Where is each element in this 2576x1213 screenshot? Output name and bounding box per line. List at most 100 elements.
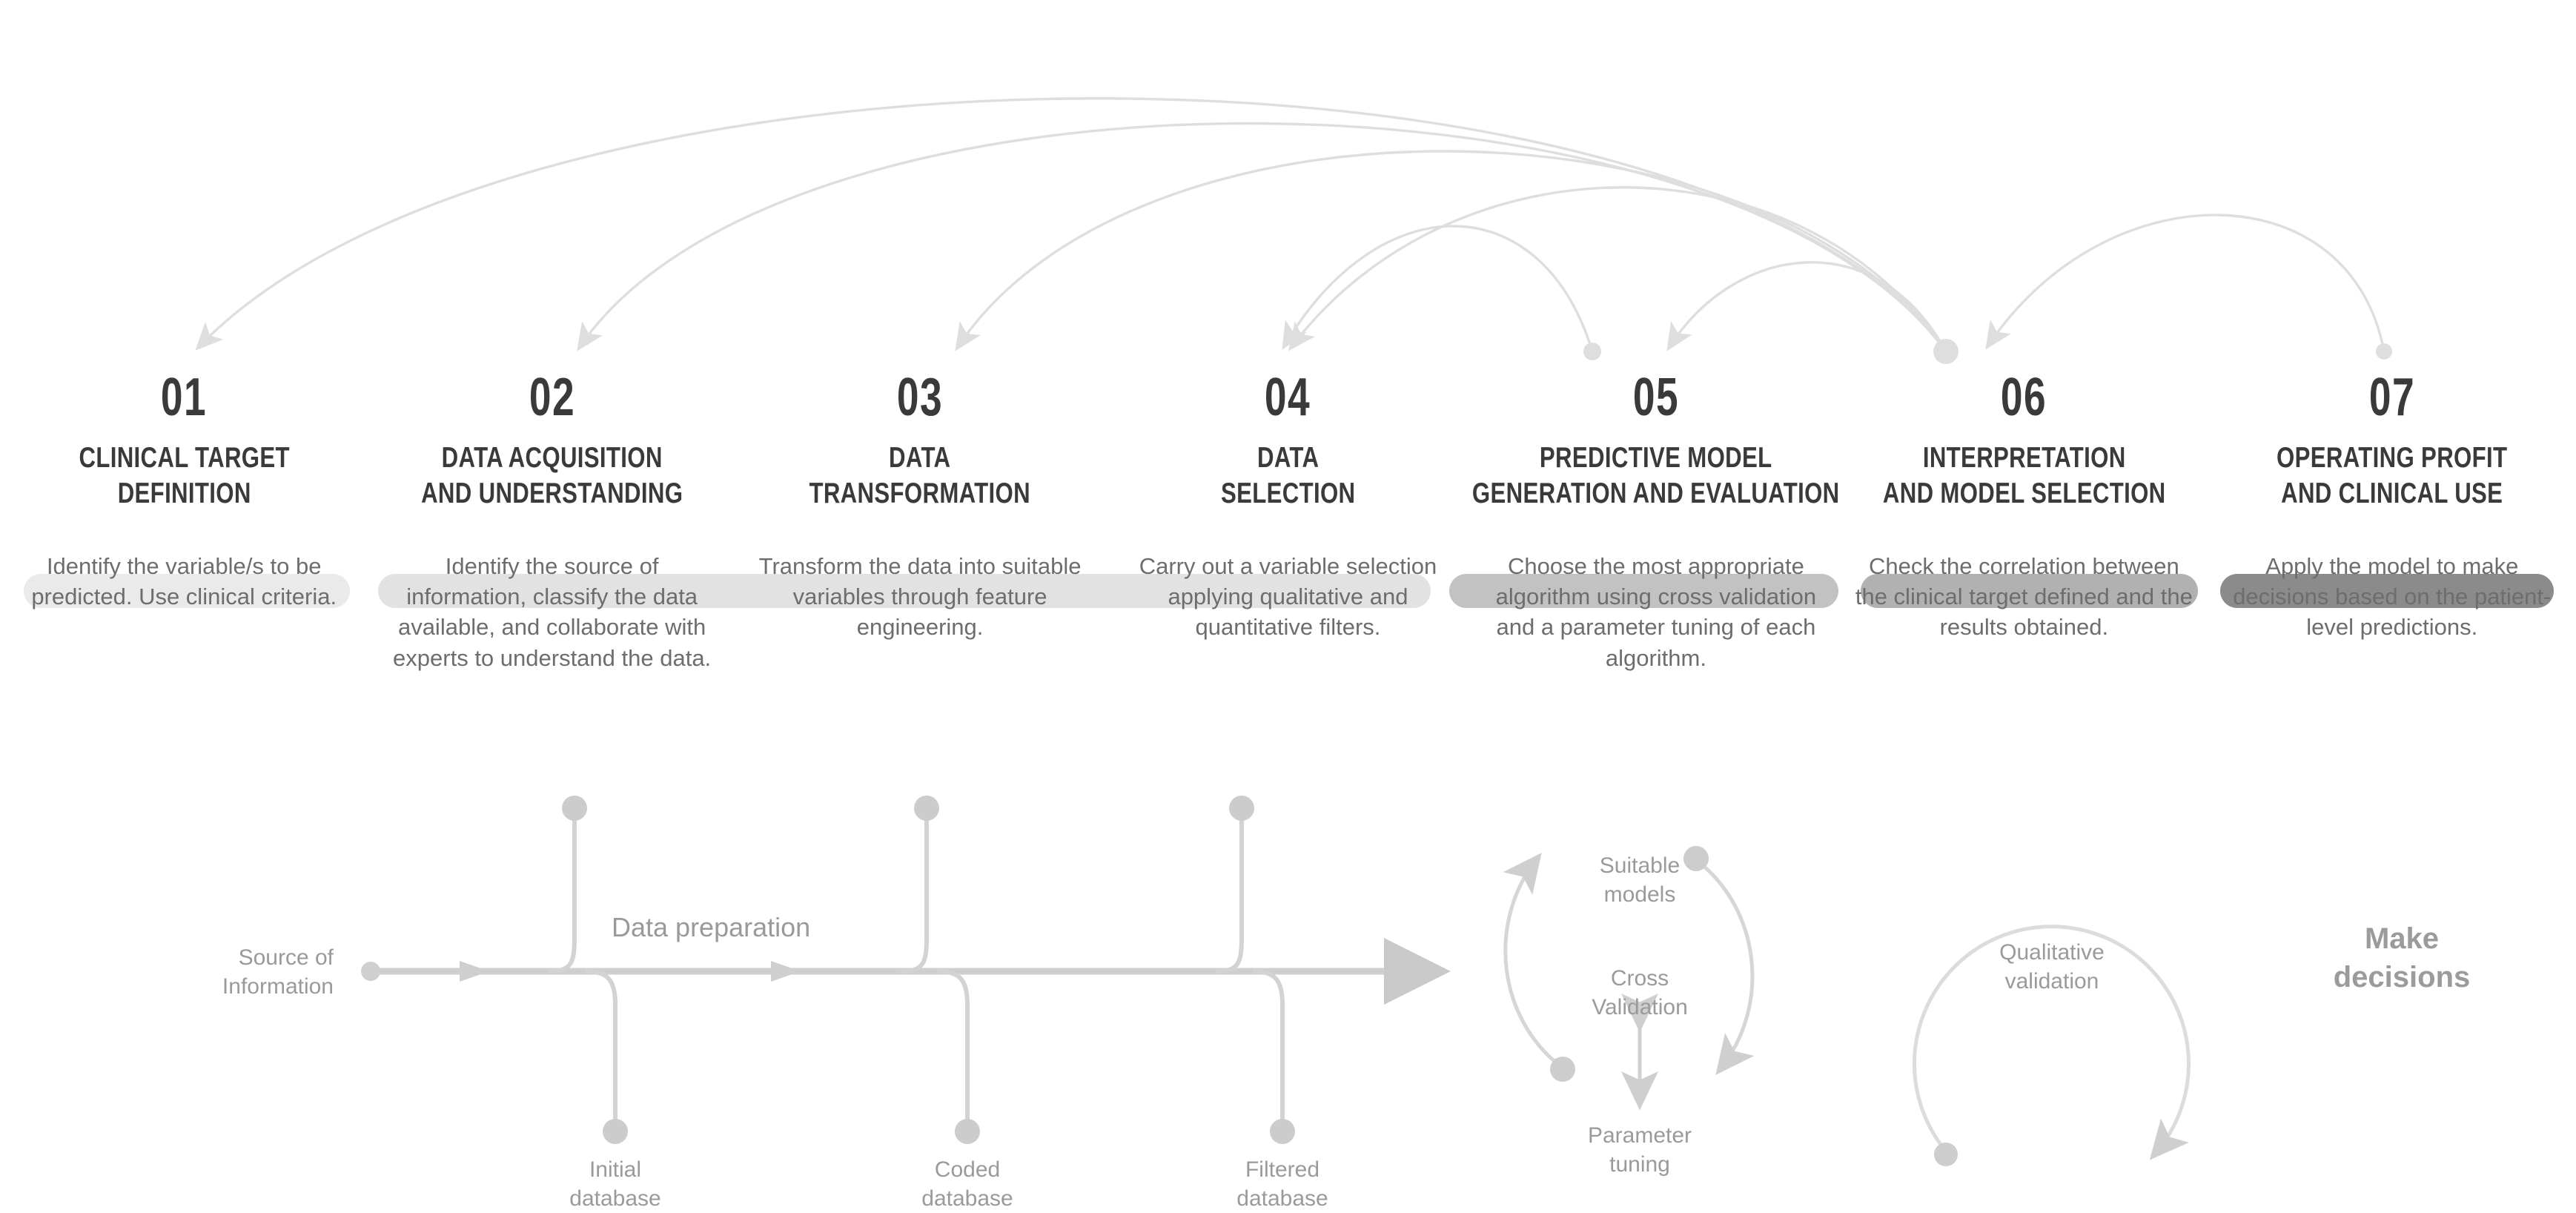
step-title-line2: TRANSFORMATION bbox=[809, 477, 1031, 509]
cycle-arc-left bbox=[1503, 853, 1564, 1070]
step-title: INTERPRETATION AND MODEL SELECTION bbox=[1835, 440, 2212, 511]
step-number: 06 bbox=[2001, 368, 2047, 427]
phase-bar-interpretation-phase bbox=[1861, 574, 2198, 608]
arc-06-to-03 bbox=[955, 150, 1947, 352]
outcome-make-decisions: Make decisions bbox=[2298, 919, 2506, 996]
pipeline-arrow-mid-1 bbox=[460, 961, 489, 982]
step-number: 03 bbox=[896, 368, 944, 427]
phase-bar-clinical-target-phase bbox=[24, 574, 350, 608]
cycle-center-line1: Cross bbox=[1610, 966, 1669, 991]
step-number: 05 bbox=[1632, 368, 1680, 427]
output-line1: Coded bbox=[934, 1157, 1001, 1182]
arc-07-to-06 bbox=[1985, 214, 2385, 352]
step-number: 04 bbox=[1265, 368, 1311, 427]
cycle-top-line2: models bbox=[1603, 882, 1676, 907]
source-label-line2: Information bbox=[222, 974, 334, 999]
arc-06-to-01 bbox=[195, 97, 1947, 352]
pipeline-layer bbox=[361, 796, 2191, 1166]
output-label-filtered-database: Filtered database bbox=[1186, 1155, 1379, 1213]
step-description: Identify the source of information, clas… bbox=[393, 553, 712, 671]
output-line1: Initial bbox=[589, 1157, 642, 1182]
step-title-line2: AND UNDERSTANDING bbox=[421, 477, 683, 509]
validation-arc bbox=[1913, 925, 2191, 1160]
cycle-dot-left bbox=[1550, 1057, 1575, 1082]
branch-down-dot-1 bbox=[603, 1119, 628, 1144]
step-column-02[interactable]: 02 DATA ACQUISITION AND UNDERSTANDING Id… bbox=[368, 354, 735, 829]
steps-row: 01 CLINICAL TARGET DEFINITION Identify t… bbox=[0, 354, 2576, 829]
branch-up-3 bbox=[1215, 812, 1244, 974]
step-column-06[interactable]: 06 INTERPRETATION AND MODEL SELECTION Ch… bbox=[1840, 354, 2208, 829]
cycle-label-suitable-models: Suitable models bbox=[1543, 851, 1736, 909]
step-column-04[interactable]: 04 DATA SELECTION Carry out a variable s… bbox=[1104, 354, 1471, 829]
arc-05-to-04 bbox=[1282, 225, 1594, 352]
branch-down-1 bbox=[585, 969, 617, 1127]
cycle-arc-right bbox=[1695, 858, 1755, 1075]
validation-line1: Qualitative bbox=[1999, 940, 2105, 965]
branch-up-1 bbox=[548, 812, 577, 974]
step-column-03[interactable]: 03 DATA TRANSFORMATION Transform the dat… bbox=[736, 354, 1104, 829]
step-title-line2: AND CLINICAL USE bbox=[2281, 477, 2503, 509]
cycle-label-cross-validation: Cross Validation bbox=[1543, 964, 1736, 1022]
step-column-07[interactable]: 07 OPERATING PROFIT AND CLINICAL USE App… bbox=[2208, 354, 2576, 829]
branch-up-2 bbox=[900, 812, 929, 974]
phase-bar-data-preparation-phase bbox=[378, 574, 1431, 608]
data-preparation-label: Data preparation bbox=[612, 912, 811, 942]
step-title-line1: DATA bbox=[1256, 442, 1320, 474]
output-label-initial-database: Initial database bbox=[519, 1155, 712, 1213]
step-number: 02 bbox=[529, 368, 575, 427]
cycle-label-parameter-tuning: Parameter tuning bbox=[1543, 1121, 1736, 1179]
pipeline-arrow-mid-2 bbox=[771, 961, 801, 982]
phase-bar-modelling-phase bbox=[1449, 574, 1838, 608]
branch-up-dot-1 bbox=[562, 796, 587, 821]
phase-bar-deployment-phase bbox=[2220, 574, 2554, 608]
cycle-top-line1: Suitable bbox=[1599, 853, 1681, 878]
step-title: DATA ACQUISITION AND UNDERSTANDING bbox=[363, 440, 740, 511]
pipeline-start-dot bbox=[361, 962, 380, 981]
cycle-label-qualitative-validation: Qualitative validation bbox=[1956, 938, 2148, 996]
step-title-line2: SELECTION bbox=[1220, 477, 1356, 509]
step-title-line1: CLINICAL TARGET bbox=[78, 442, 290, 474]
output-line2: database bbox=[569, 1186, 661, 1211]
cycle-center-line2: Validation bbox=[1592, 995, 1688, 1019]
output-line2: database bbox=[921, 1186, 1013, 1211]
step-title: PREDICTIVE MODEL GENERATION AND EVALUATI… bbox=[1468, 440, 1844, 511]
step-title-line1: OPERATING PROFIT bbox=[2277, 442, 2508, 474]
output-label-coded-database: Coded database bbox=[871, 1155, 1064, 1213]
cycle-dot-right bbox=[1683, 846, 1709, 871]
step-title-line1: INTERPRETATION bbox=[1922, 442, 2126, 474]
phase-bars bbox=[0, 574, 2576, 608]
source-label-line1: Source of bbox=[238, 945, 334, 970]
arc-06-to-02 bbox=[577, 122, 1947, 353]
step-description: Apply the model to make decisions based … bbox=[2233, 553, 2552, 641]
step-title-line2: GENERATION AND EVALUATION bbox=[1472, 477, 1840, 509]
branch-down-dot-3 bbox=[1270, 1119, 1295, 1144]
arc-06-to-05 bbox=[1666, 261, 1947, 352]
step-column-05[interactable]: 05 PREDICTIVE MODEL GENERATION AND EVALU… bbox=[1472, 354, 1840, 829]
validation-dot bbox=[1934, 1143, 1958, 1166]
arc-06-to-04 bbox=[1288, 186, 1947, 352]
output-line1: Filtered bbox=[1245, 1157, 1320, 1182]
step-description: Transform the data into suitable variabl… bbox=[758, 553, 1082, 641]
cycle-bottom-line2: tuning bbox=[1609, 1152, 1670, 1177]
validation-line2: validation bbox=[2004, 969, 2099, 994]
step-title-line2: DEFINITION bbox=[117, 477, 251, 509]
step-description: Carry out a variable selection applying … bbox=[1139, 553, 1437, 641]
step-description: Identify the variable/s to be predicted.… bbox=[31, 553, 337, 610]
step-description: Choose the most appropriate algorithm us… bbox=[1495, 553, 1817, 671]
step-column-01[interactable]: 01 CLINICAL TARGET DEFINITION Identify t… bbox=[0, 354, 368, 829]
step-title-line1: DATA bbox=[889, 442, 951, 474]
branch-down-dot-2 bbox=[955, 1119, 980, 1144]
step-title-line1: PREDICTIVE MODEL bbox=[1540, 442, 1772, 474]
step-description: Check the correlation between the clinic… bbox=[1855, 553, 2193, 641]
cycle-bottom-line1: Parameter bbox=[1587, 1123, 1692, 1148]
step-title: DATA TRANSFORMATION bbox=[732, 440, 1108, 511]
step-title: CLINICAL TARGET DEFINITION bbox=[0, 440, 372, 511]
branch-down-2 bbox=[937, 969, 970, 1127]
branch-up-dot-2 bbox=[914, 796, 939, 821]
source-of-information-label: Source of Information bbox=[119, 943, 334, 1001]
step-title: OPERATING PROFIT AND CLINICAL USE bbox=[2204, 440, 2576, 511]
step-number: 07 bbox=[2368, 368, 2415, 427]
step-title: DATA SELECTION bbox=[1099, 440, 1476, 511]
step-number: 01 bbox=[161, 368, 208, 427]
